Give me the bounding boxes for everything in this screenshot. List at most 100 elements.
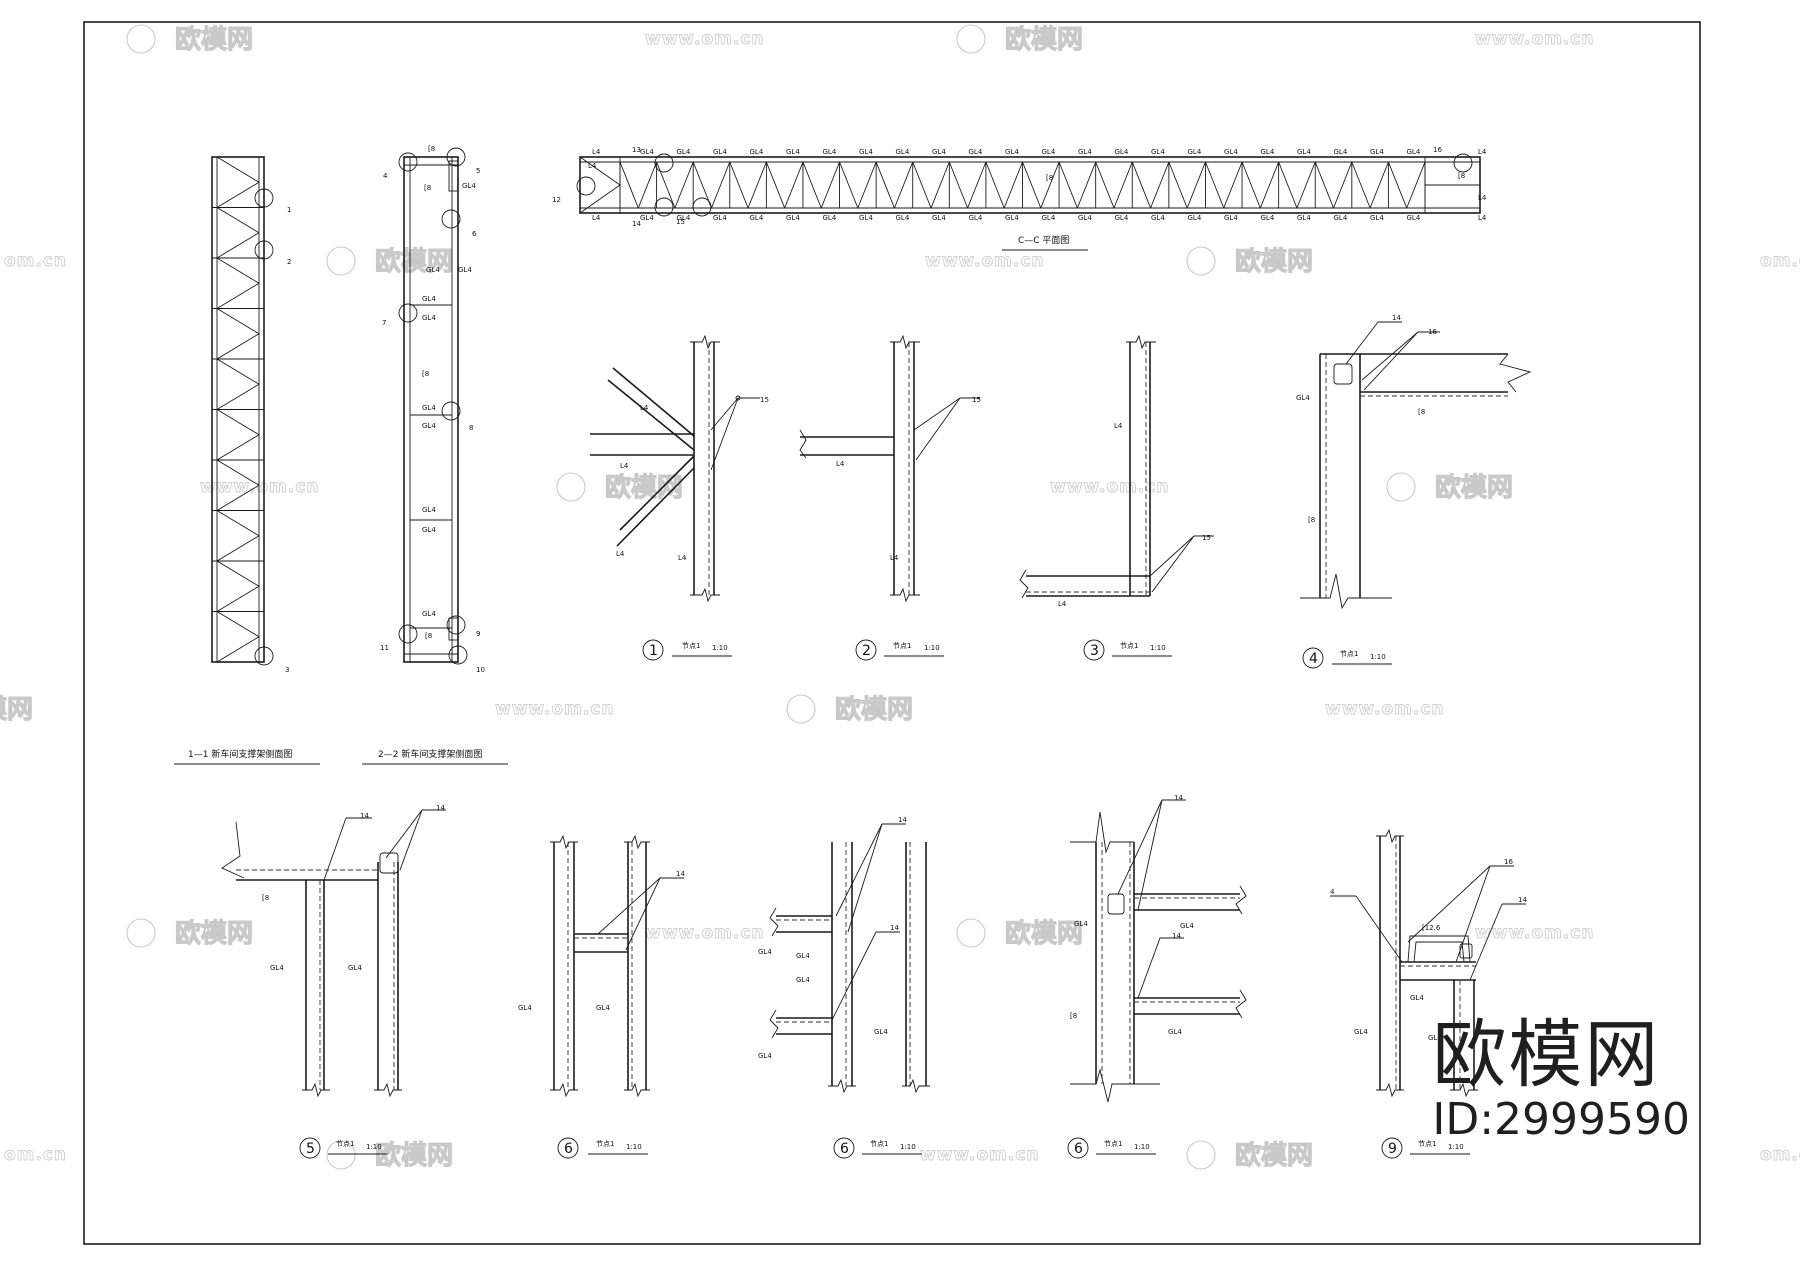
plan-diagonal — [894, 161, 914, 209]
watermark-url: www.om.cn — [645, 29, 765, 49]
detail-1-l4-b: L4 — [620, 462, 629, 470]
truss-diagonal — [216, 333, 260, 360]
label-gl4-h: GL4 — [462, 182, 476, 190]
detail-6c-label: 节点1 — [1104, 1140, 1122, 1148]
detail-6c-leader2: 14 — [1172, 932, 1181, 940]
detail-6c-leader: 14 — [1174, 794, 1183, 802]
label-c8-mid: [8 — [422, 370, 429, 378]
watermark-brand: 欧模网 — [375, 1140, 453, 1171]
detail-5: 14 14 [8 GL4 GL4 5 节点1 1:10 — [221, 804, 446, 1159]
label-gl4-a: GL4 — [422, 295, 436, 303]
truss-diagonal — [216, 383, 260, 410]
watermark-url-partial: om.cn — [1760, 251, 1800, 271]
plan-gl4-top: GL4 — [786, 148, 800, 156]
truss-diagonal — [216, 585, 260, 612]
truss-diagonal — [216, 156, 260, 183]
plan-gl4-bottom: GL4 — [640, 214, 654, 222]
detail-4-leader: 14 — [1392, 314, 1401, 322]
detail-6c-scale: 1:10 — [1134, 1143, 1150, 1151]
truss-diagonal — [216, 409, 260, 436]
watermark-logo-icon — [326, 246, 356, 276]
detail-2-scale: 1:10 — [924, 644, 940, 652]
plan-gl4-top: GL4 — [1042, 148, 1056, 156]
plan-diagonal — [802, 161, 822, 209]
callout-8: 8 — [469, 424, 473, 432]
detail-2-label: 节点1 — [893, 642, 911, 650]
plan-gl4-bottom: GL4 — [1115, 214, 1129, 222]
plan-diagonal — [1369, 161, 1389, 209]
callout-16: 16 — [1433, 146, 1442, 154]
detail-6b-gl4-b: GL4 — [796, 952, 810, 960]
plan-diagonal — [1351, 161, 1371, 209]
label-gl4-i: GL4 — [426, 266, 440, 274]
watermark-logo-icon — [1186, 246, 1216, 276]
plan-l4: L4 — [1478, 214, 1487, 222]
plan-diagonal — [637, 161, 658, 209]
callout-4: 4 — [383, 172, 388, 180]
detail-6b-label: 节点1 — [870, 1140, 888, 1148]
plan-gl4-bottom: GL4 — [1297, 214, 1311, 222]
elevation-2-2: [8 [8 [8 [8 GL4 GL4 GL4 GL4 GL4 GL4 GL4 … — [362, 145, 508, 765]
plan-gl4-bottom: GL4 — [1370, 214, 1384, 222]
plan-diagonal — [912, 161, 932, 209]
plan-diagonal — [1241, 161, 1261, 209]
watermark-brand: 欧模网 — [1235, 1140, 1313, 1171]
detail-3-scale: 1:10 — [1150, 644, 1166, 652]
watermark-url: www.om.cn — [1050, 477, 1170, 497]
detail-9-gl4-c: GL4 — [1410, 994, 1424, 1002]
plan-diagonal — [619, 161, 639, 209]
plan-diagonal — [674, 161, 694, 209]
label-gl4-d: GL4 — [422, 422, 436, 430]
truss-diagonal — [216, 459, 260, 486]
callout-14: 14 — [632, 220, 641, 228]
plan-diagonal — [985, 161, 1005, 209]
plan-diagonal — [1406, 161, 1426, 209]
plan-l4: L4 — [588, 162, 597, 170]
watermark-logo-icon — [126, 918, 156, 948]
detail-4-c8-a: [8 — [1418, 408, 1425, 416]
detail-6a-scale: 1:10 — [626, 1143, 642, 1151]
plan-diagonal — [729, 161, 749, 209]
callout-5: 5 — [476, 167, 480, 175]
watermark-url: www.om.cn — [925, 251, 1045, 271]
watermark-logo-icon — [126, 24, 156, 54]
detail-9-c12-6: [12.6 — [1422, 924, 1441, 932]
detail-1-number: 1 — [649, 643, 658, 659]
plan-diagonal — [1278, 161, 1298, 209]
plan-gl4-bottom: GL4 — [1261, 214, 1275, 222]
watermark-logo-icon — [786, 694, 816, 724]
watermark-brand: 欧模网 — [0, 694, 33, 725]
detail-1-scale: 1:10 — [712, 644, 728, 652]
detail-3-l4-a: L4 — [1114, 422, 1123, 430]
label-gl4-c: GL4 — [422, 404, 436, 412]
plan-gl4-bottom: GL4 — [713, 214, 727, 222]
plan-diagonal — [1022, 161, 1042, 209]
detail-3: 15 L4 L4 3 节点1 1:10 — [1019, 334, 1214, 661]
truss-diagonal — [216, 308, 260, 335]
plan-l4: L4 — [1478, 148, 1487, 156]
plan-diagonal — [1387, 161, 1408, 209]
watermark-brand: 欧模网 — [175, 918, 253, 949]
plan-diagonal — [1058, 161, 1078, 209]
detail-6a: 14 GL4 GL4 6 节点1 1:10 — [518, 834, 685, 1159]
detail-3-leader: 15 — [1202, 534, 1211, 542]
plan-diagonal — [967, 161, 987, 209]
detail-5-label: 节点1 — [336, 1140, 354, 1148]
watermark-url-partial: om.cn — [4, 251, 67, 271]
brand-mark: 欧模网 ID:2999590 — [1432, 1018, 1690, 1142]
detail-4-gl4: GL4 — [1296, 394, 1310, 402]
plan-gl4-top: GL4 — [823, 148, 837, 156]
truss-diagonal — [216, 510, 260, 537]
watermark-brand: 欧模网 — [1435, 472, 1513, 503]
plan-diagonal — [579, 184, 621, 214]
detail-6b-gl4-e: GL4 — [874, 1028, 888, 1036]
detail-9-scale: 1:10 — [1448, 1143, 1464, 1151]
watermark-logo-icon — [956, 24, 986, 54]
elevation-1-1: 1 2 3 1—1 新车间支撑架侧面图 — [174, 156, 320, 765]
detail-4-number: 4 — [1309, 651, 1318, 667]
plan-gl4-bottom: GL4 — [1188, 214, 1202, 222]
watermark-logo-icon — [956, 918, 986, 948]
plan-c8: [8 — [1458, 172, 1465, 180]
plan-diagonal — [1040, 161, 1060, 209]
